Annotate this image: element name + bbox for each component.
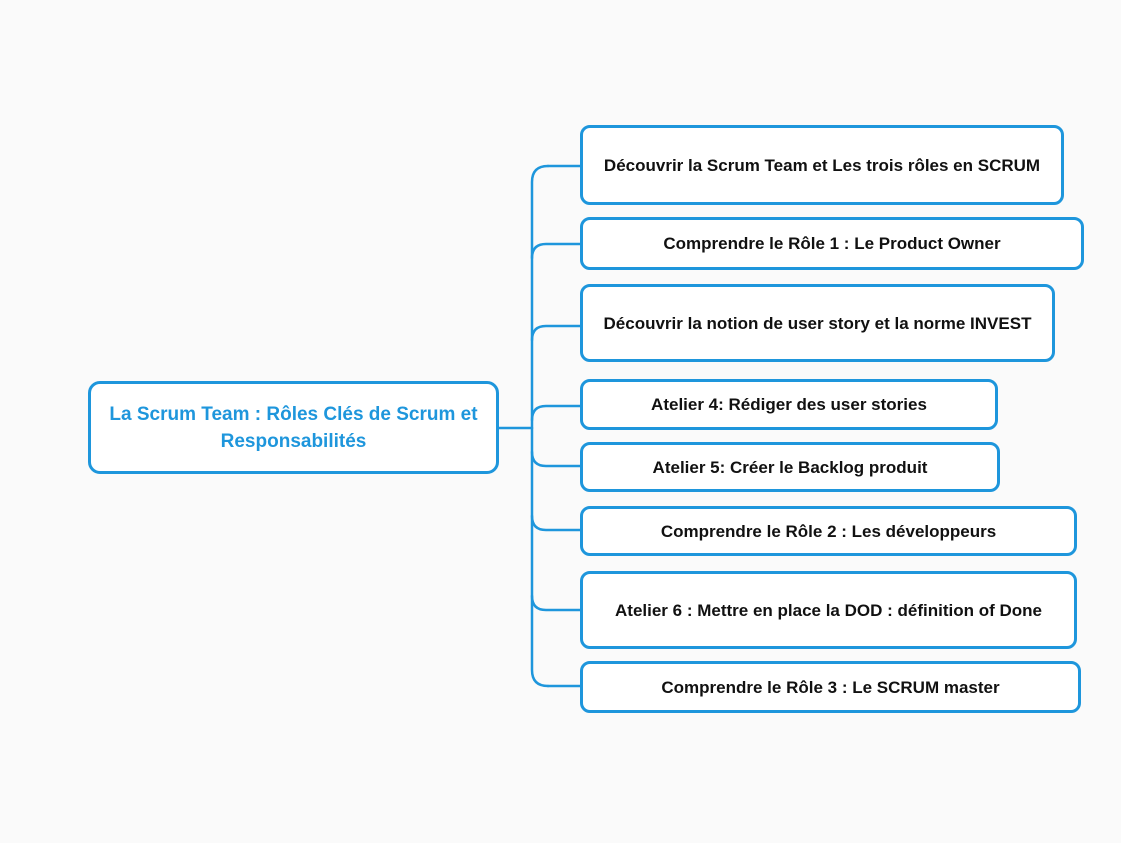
central-topic-label: La Scrum Team : Rôles Clés de Scrum et R… [109,403,478,452]
branch-connector-2 [530,242,584,260]
topic-node-4[interactable]: Atelier 4: Rédiger des user stories [580,379,998,430]
branch-connector-7 [530,594,584,612]
topic-node-1[interactable]: Découvrir la Scrum Team et Les trois rôl… [580,125,1064,205]
topic-node-6[interactable]: Comprendre le Rôle 2 : Les développeurs [580,506,1077,556]
branch-connector-5 [530,450,584,468]
topic-node-5[interactable]: Atelier 5: Créer le Backlog produit [580,442,1000,492]
central-topic[interactable]: La Scrum Team : Rôles Clés de Scrum et R… [88,381,499,474]
branch-connector-4 [530,404,584,422]
topic-label-8: Comprendre le Rôle 3 : Le SCRUM master [661,677,1000,697]
topic-label-4: Atelier 4: Rédiger des user stories [651,395,927,414]
topic-label-3: Découvrir la notion de user story et la … [603,313,1032,333]
topic-node-3[interactable]: Découvrir la notion de user story et la … [580,284,1055,362]
topic-label-1: Découvrir la Scrum Team et Les trois rôl… [603,155,1041,175]
branch-connector-6 [530,514,584,532]
topic-node-7[interactable]: Atelier 6 : Mettre en place la DOD : déf… [580,571,1077,649]
topic-label-6: Comprendre le Rôle 2 : Les développeurs [660,521,997,541]
topic-label-7: Atelier 6 : Mettre en place la DOD : déf… [615,600,1042,620]
topic-node-2[interactable]: Comprendre le Rôle 1 : Le Product Owner [580,217,1084,270]
spine-connector [530,164,550,688]
topic-label-5: Atelier 5: Créer le Backlog produit [652,457,928,477]
branch-connector-3 [530,324,584,342]
topic-label-2: Comprendre le Rôle 1 : Le Product Owner [663,234,1001,253]
topic-node-8[interactable]: Comprendre le Rôle 3 : Le SCRUM master [580,661,1081,713]
